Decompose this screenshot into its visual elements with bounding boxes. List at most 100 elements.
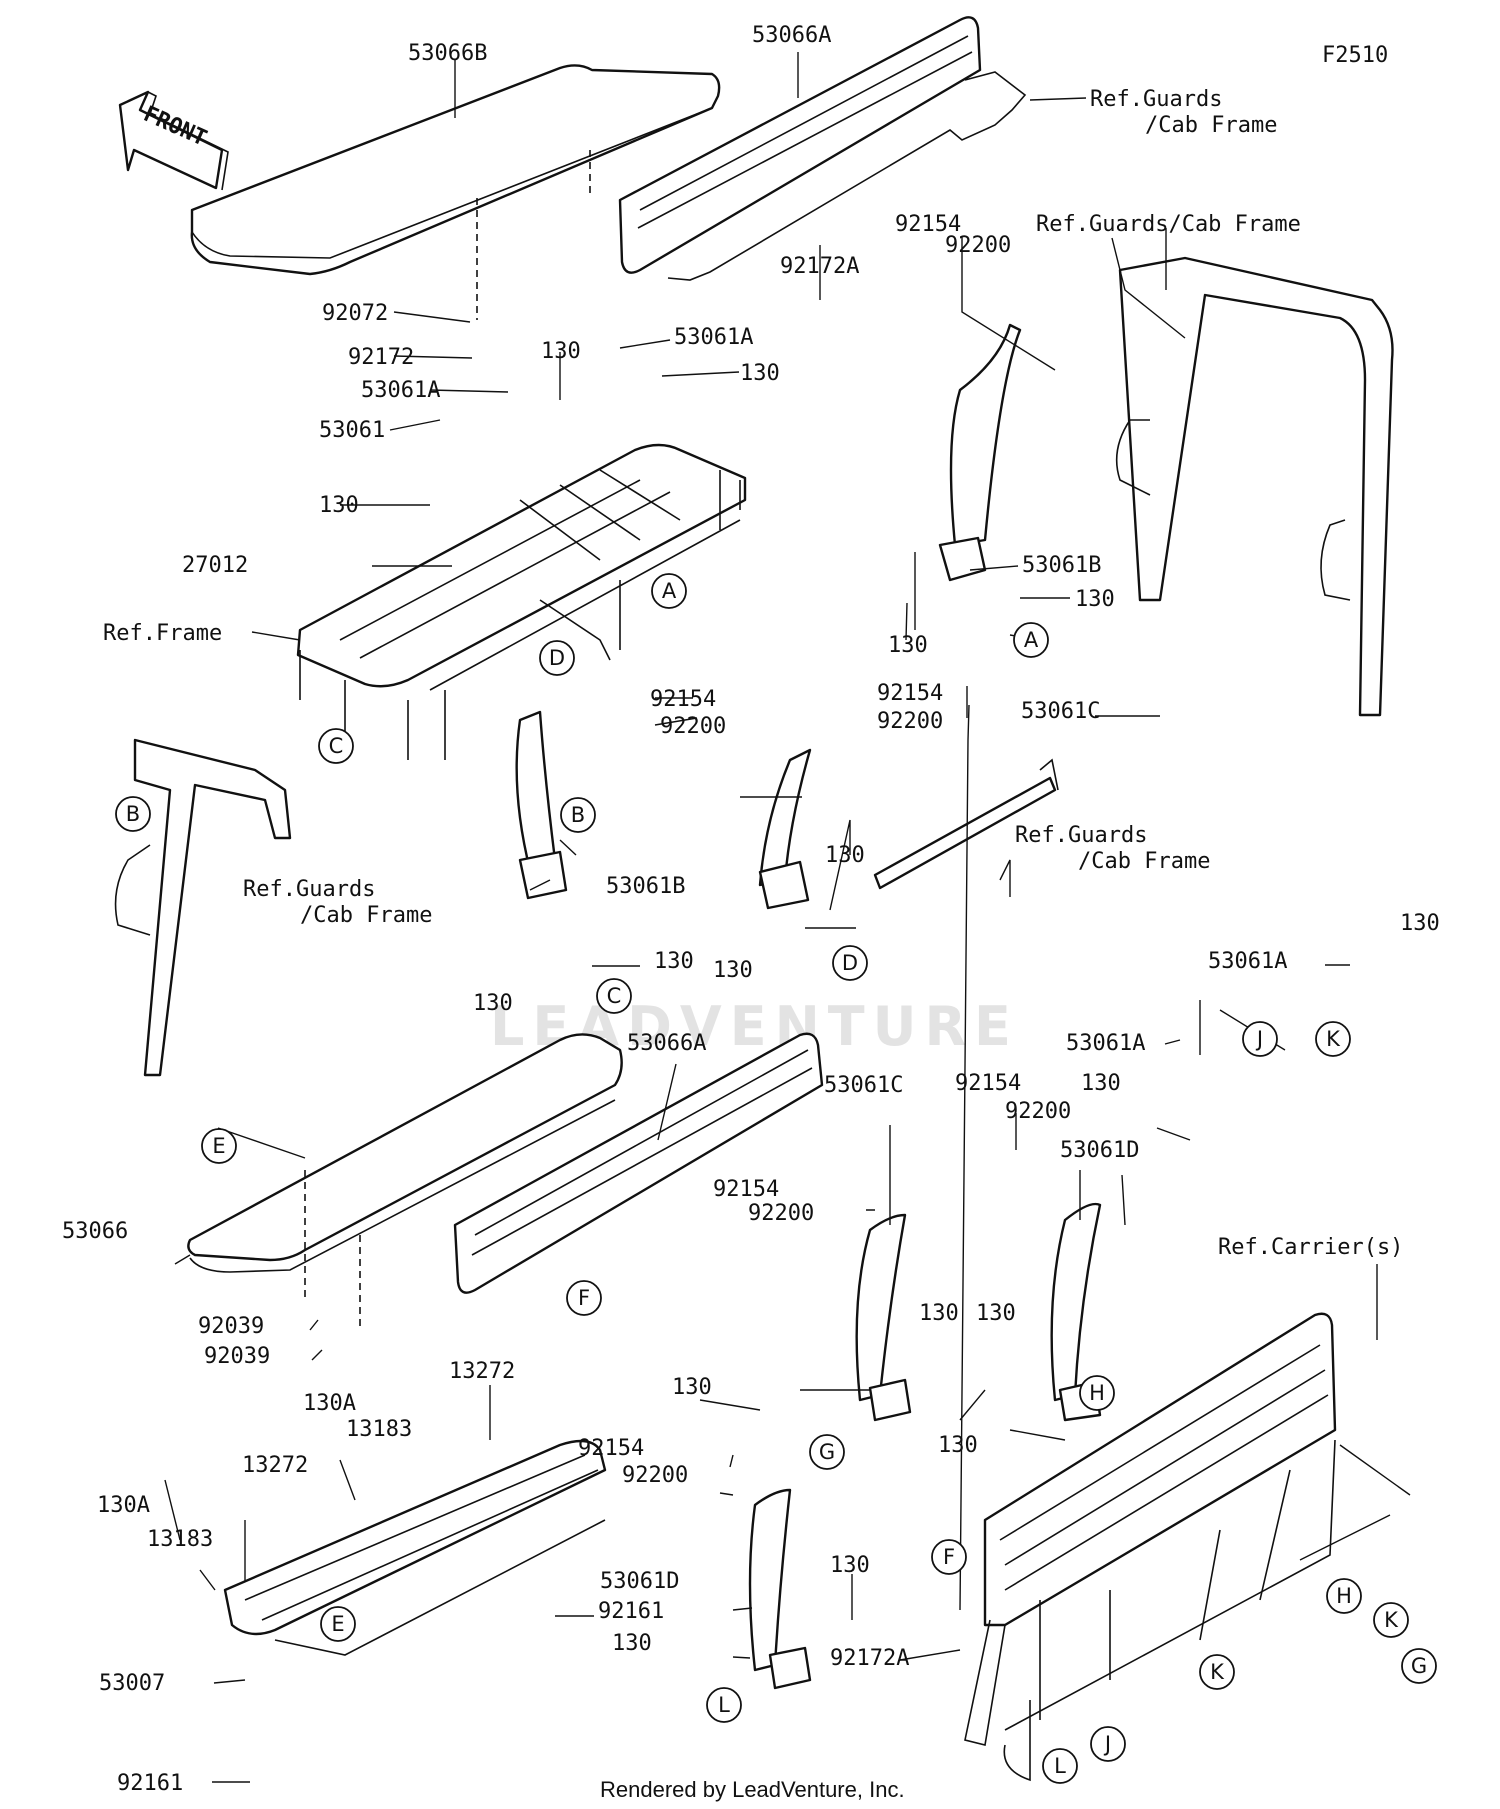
seat-frame-53007[interactable] — [223, 1439, 607, 1656]
label-130-i[interactable]: 130 — [473, 991, 513, 1016]
label-ref-frame[interactable]: Ref.Frame — [103, 621, 222, 646]
label-130a-a[interactable]: 130A — [303, 1391, 356, 1416]
label-53066a-top[interactable]: 53066A — [752, 23, 831, 48]
callout-D1[interactable]: D — [539, 640, 575, 676]
seat-belt-53061c-lower[interactable] — [855, 1213, 912, 1422]
label-ref-guards-cab-frame[interactable]: Ref.Guards/Cab Frame — [1036, 212, 1301, 237]
label-130-k[interactable]: 130 — [1081, 1071, 1121, 1096]
cab-frame-right[interactable] — [1115, 256, 1394, 717]
label-53061a-left[interactable]: 53061A — [361, 378, 440, 403]
label-53061c[interactable]: 53061C — [1021, 699, 1100, 724]
callout-K1[interactable]: K — [1315, 1021, 1351, 1057]
label-130-b[interactable]: 130 — [740, 361, 780, 386]
label-130-q[interactable]: 130 — [830, 1553, 870, 1578]
label-53061d-right[interactable]: 53061D — [1060, 1138, 1139, 1163]
carrier-frame[interactable] — [964, 1312, 1337, 1782]
label-ref-guards-1[interactable]: Ref.Guards — [1090, 87, 1222, 112]
label-92200-top[interactable]: 92200 — [945, 233, 1011, 258]
label-92172a-top[interactable]: 92172A — [780, 254, 859, 279]
label-130-a[interactable]: 130 — [541, 339, 581, 364]
callout-C2[interactable]: C — [596, 978, 632, 1014]
backrest-53066a-lower[interactable] — [453, 1032, 824, 1294]
callout-D2[interactable]: D — [832, 945, 868, 981]
callout-G2[interactable]: G — [1401, 1648, 1437, 1684]
label-92154-d[interactable]: 92154 — [578, 1436, 644, 1461]
label-130-g[interactable]: 130 — [654, 949, 694, 974]
label-130-f[interactable]: 130 — [825, 843, 865, 868]
label-92172[interactable]: 92172 — [348, 345, 414, 370]
label-53061d-lower[interactable]: 53061D — [600, 1569, 679, 1594]
label-cab-frame-3[interactable]: /Cab Frame — [300, 903, 432, 928]
label-92161-b[interactable]: 92161 — [117, 1771, 183, 1796]
label-53061b-mid[interactable]: 53061B — [606, 874, 685, 899]
label-ref-carriers[interactable]: Ref.Carrier(s) — [1218, 1235, 1403, 1260]
label-92200-c[interactable]: 92200 — [748, 1201, 814, 1226]
label-13272-b[interactable]: 13272 — [242, 1453, 308, 1478]
backrest-53066a-top[interactable] — [618, 16, 1027, 281]
callout-B1[interactable]: B — [115, 796, 151, 832]
callout-E2[interactable]: E — [320, 1606, 356, 1642]
label-92200-mid-right[interactable]: 92200 — [877, 709, 943, 734]
callout-L1[interactable]: L — [706, 1687, 742, 1723]
label-13183-b[interactable]: 13183 — [147, 1527, 213, 1552]
label-13272-a[interactable]: 13272 — [449, 1359, 515, 1384]
label-92154-right[interactable]: 92154 — [955, 1071, 1021, 1096]
label-130-e[interactable]: 130 — [888, 633, 928, 658]
cab-frame-left[interactable] — [114, 738, 292, 1077]
label-53066[interactable]: 53066 — [62, 1219, 128, 1244]
seat-belt-53061d-lower[interactable] — [748, 1488, 812, 1690]
callout-A1[interactable]: A — [651, 573, 687, 609]
callout-F1[interactable]: F — [566, 1280, 602, 1316]
label-92154-top[interactable]: 92154 — [895, 212, 961, 237]
callout-J2[interactable]: J — [1090, 1726, 1126, 1762]
seat-frame-main[interactable] — [296, 443, 747, 760]
callout-A2[interactable]: A — [1013, 622, 1049, 658]
callout-G1[interactable]: G — [809, 1434, 845, 1470]
callout-J1[interactable]: J — [1242, 1021, 1278, 1057]
label-92161-a[interactable]: 92161 — [598, 1599, 664, 1624]
label-130-d[interactable]: 130 — [1075, 587, 1115, 612]
label-27012[interactable]: 27012 — [182, 553, 248, 578]
label-92200-right[interactable]: 92200 — [1005, 1099, 1071, 1124]
label-53061[interactable]: 53061 — [319, 418, 385, 443]
label-130-m[interactable]: 130 — [976, 1301, 1016, 1326]
label-92039-a[interactable]: 92039 — [198, 1314, 264, 1339]
label-13183-a[interactable]: 13183 — [346, 1417, 412, 1442]
seat-cushion-53066b[interactable] — [190, 64, 721, 276]
label-53066b[interactable]: 53066B — [408, 41, 487, 66]
callout-K3[interactable]: K — [1373, 1602, 1409, 1638]
callout-H1[interactable]: H — [1079, 1375, 1115, 1411]
label-53066a-lower[interactable]: 53066A — [627, 1031, 706, 1056]
label-92039-b[interactable]: 92039 — [204, 1344, 270, 1369]
label-92154-mid[interactable]: 92154 — [650, 687, 716, 712]
label-130-p[interactable]: 130 — [612, 1631, 652, 1656]
label-92200-mid[interactable]: 92200 — [660, 714, 726, 739]
label-ref-guards-3[interactable]: Ref.Guards — [243, 877, 375, 902]
label-53061b-top[interactable]: 53061B — [1022, 553, 1101, 578]
label-130-c[interactable]: 130 — [319, 493, 359, 518]
callout-E1[interactable]: E — [201, 1128, 237, 1164]
label-ref-guards-2[interactable]: Ref.Guards — [1015, 823, 1147, 848]
label-53061a-right[interactable]: 53061A — [1208, 949, 1287, 974]
label-130-l[interactable]: 130 — [919, 1301, 959, 1326]
label-92154-mid-right[interactable]: 92154 — [877, 681, 943, 706]
callout-L2[interactable]: L — [1042, 1748, 1078, 1784]
callout-H2[interactable]: H — [1326, 1578, 1362, 1614]
seat-belt-53061c[interactable] — [758, 748, 812, 910]
label-130-n[interactable]: 130 — [672, 1375, 712, 1400]
label-92072[interactable]: 92072 — [322, 301, 388, 326]
label-53061c-lower[interactable]: 53061C — [824, 1073, 903, 1098]
label-53061a-right-2[interactable]: 53061A — [1066, 1031, 1145, 1056]
label-53061a-top[interactable]: 53061A — [674, 325, 753, 350]
label-cab-frame-1[interactable]: /Cab Frame — [1145, 113, 1277, 138]
label-cab-frame-2[interactable]: /Cab Frame — [1078, 849, 1210, 874]
label-92200-d[interactable]: 92200 — [622, 1463, 688, 1488]
cab-frame-rod-middle[interactable] — [873, 758, 1059, 890]
callout-K2[interactable]: K — [1199, 1654, 1235, 1690]
label-92154-c[interactable]: 92154 — [713, 1177, 779, 1202]
label-92172a-lower[interactable]: 92172A — [830, 1646, 909, 1671]
callout-B2[interactable]: B — [560, 797, 596, 833]
label-53007[interactable]: 53007 — [99, 1671, 165, 1696]
seat-belt-53061b-middle[interactable] — [515, 710, 568, 900]
seat-cushion-53066[interactable] — [187, 1033, 623, 1273]
